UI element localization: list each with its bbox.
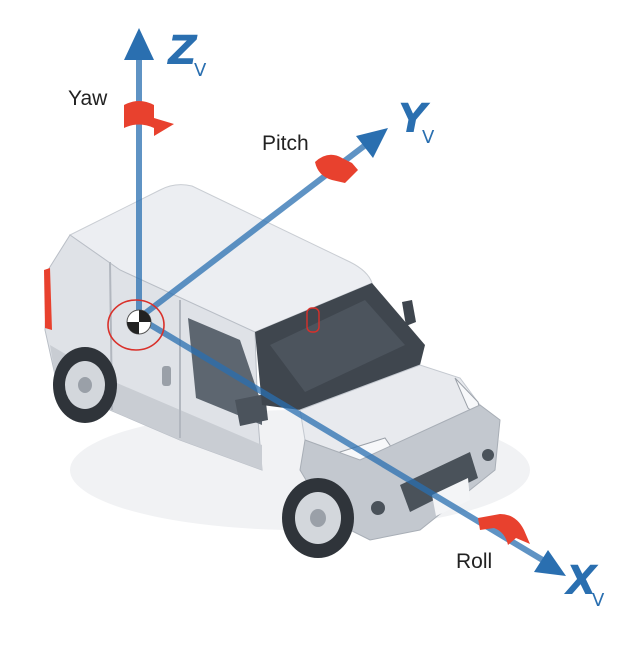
z-axis-subscript: V — [194, 60, 207, 81]
van-illustration — [44, 184, 530, 558]
x-axis-subscript: V — [592, 590, 605, 611]
rear-wheel — [53, 347, 117, 423]
x-axis-arrowhead — [534, 550, 566, 576]
z-axis-arrowhead — [124, 28, 154, 60]
y-axis-label: Y — [398, 96, 431, 142]
roll-rotation-arrow-icon — [478, 514, 530, 545]
origin-marker — [107, 299, 165, 351]
y-axis-arrowhead — [356, 128, 388, 158]
yaw-rotation-arrow-icon — [124, 101, 174, 136]
roll-label: Roll — [456, 550, 492, 573]
x-axis — [137, 315, 566, 576]
y-axis-subscript: V — [422, 127, 435, 148]
pitch-label: Pitch — [262, 132, 309, 155]
front-wheel — [282, 478, 354, 558]
z-axis — [124, 28, 154, 318]
yaw-label: Yaw — [68, 87, 108, 110]
x-axis-label: X — [563, 558, 599, 604]
sensor-marker — [306, 307, 320, 333]
pitch-rotation-arrow-icon — [315, 154, 358, 183]
z-axis-label: Z — [166, 28, 198, 74]
